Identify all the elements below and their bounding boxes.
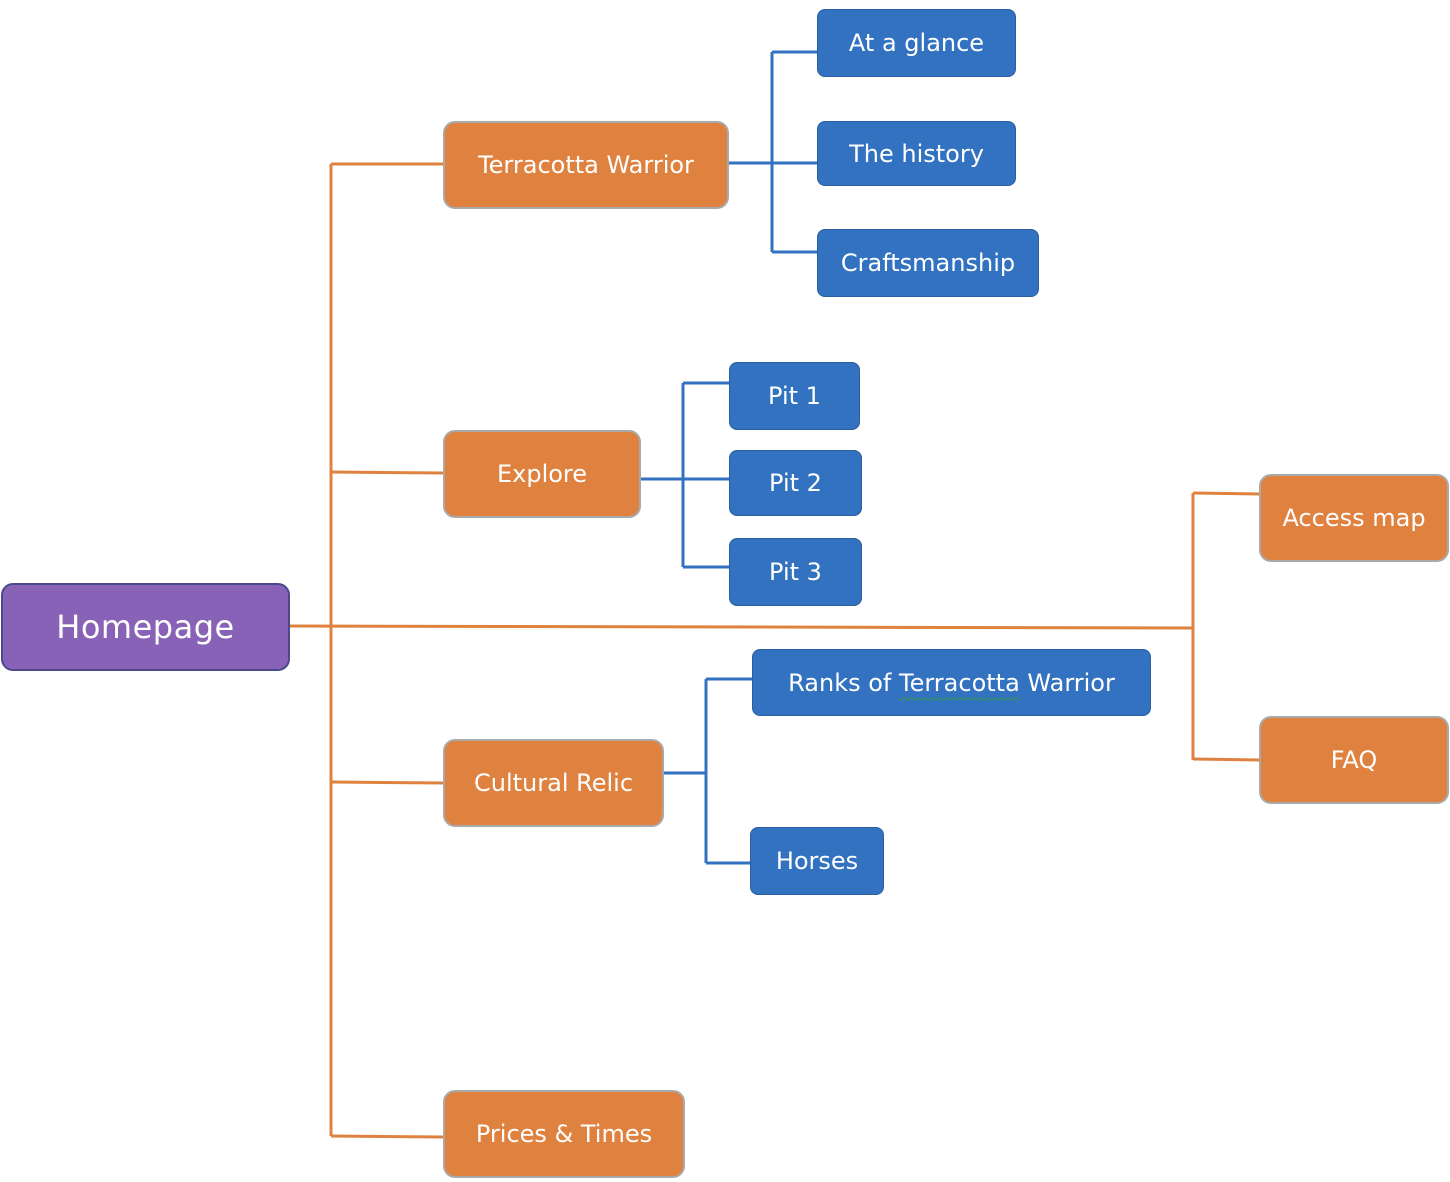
pit-2-node[interactable]: Pit 2 <box>729 450 862 516</box>
terracotta-warrior-node[interactable]: Terracotta Warrior <box>443 121 729 209</box>
connector-access <box>1192 491 1261 496</box>
the-history-label: The history <box>849 139 984 168</box>
cultural-relic-label: Cultural Relic <box>473 769 634 797</box>
explore-node[interactable]: Explore <box>443 430 641 518</box>
terracotta-warrior-label: Terracotta Warrior <box>478 151 694 179</box>
access-map-label: Access map <box>1282 504 1426 532</box>
homepage-label: Homepage <box>56 608 235 646</box>
section-connectors <box>289 162 1261 1139</box>
craftsmanship-node[interactable]: Craftsmanship <box>817 229 1039 297</box>
ranks-suffix: Warrior <box>1019 668 1115 697</box>
pit-1-label: Pit 1 <box>768 382 821 410</box>
cultural-relic-node[interactable]: Cultural Relic <box>443 739 664 827</box>
connector-prices <box>330 1134 445 1139</box>
homepage-node[interactable]: Homepage <box>1 583 290 671</box>
leaf-connectors <box>640 50 818 865</box>
explore-label: Explore <box>496 460 588 488</box>
craftsmanship-label: Craftsmanship <box>840 249 1016 277</box>
horses-label: Horses <box>775 847 859 875</box>
connector-faq <box>1192 757 1261 762</box>
horses-node[interactable]: Horses <box>750 827 884 895</box>
access-map-node[interactable]: Access map <box>1259 474 1449 562</box>
pit-2-label: Pit 2 <box>769 469 822 497</box>
connector-cultural <box>330 780 445 785</box>
the-history-node[interactable]: The history <box>817 121 1016 186</box>
ranks-label: Ranks of Terracotta Warrior <box>788 669 1115 697</box>
faq-node[interactable]: FAQ <box>1259 716 1449 804</box>
prices-times-node[interactable]: Prices & Times <box>443 1090 685 1178</box>
ranks-prefix: Ranks of <box>788 668 899 697</box>
at-a-glance-label: At a glance <box>848 29 985 57</box>
pit-3-label: Pit 3 <box>769 558 822 586</box>
pit-3-node[interactable]: Pit 3 <box>729 538 862 606</box>
pit-1-node[interactable]: Pit 1 <box>729 362 860 430</box>
connector-homepage-main <box>289 624 1194 630</box>
ranks-term: Terracotta <box>899 668 1020 697</box>
at-a-glance-node[interactable]: At a glance <box>817 9 1016 77</box>
ranks-of-terracotta-warrior-node[interactable]: Ranks of Terracotta Warrior <box>752 649 1151 716</box>
faq-label: FAQ <box>1330 746 1378 774</box>
prices-times-label: Prices & Times <box>475 1120 653 1148</box>
connector-explore <box>330 470 445 475</box>
